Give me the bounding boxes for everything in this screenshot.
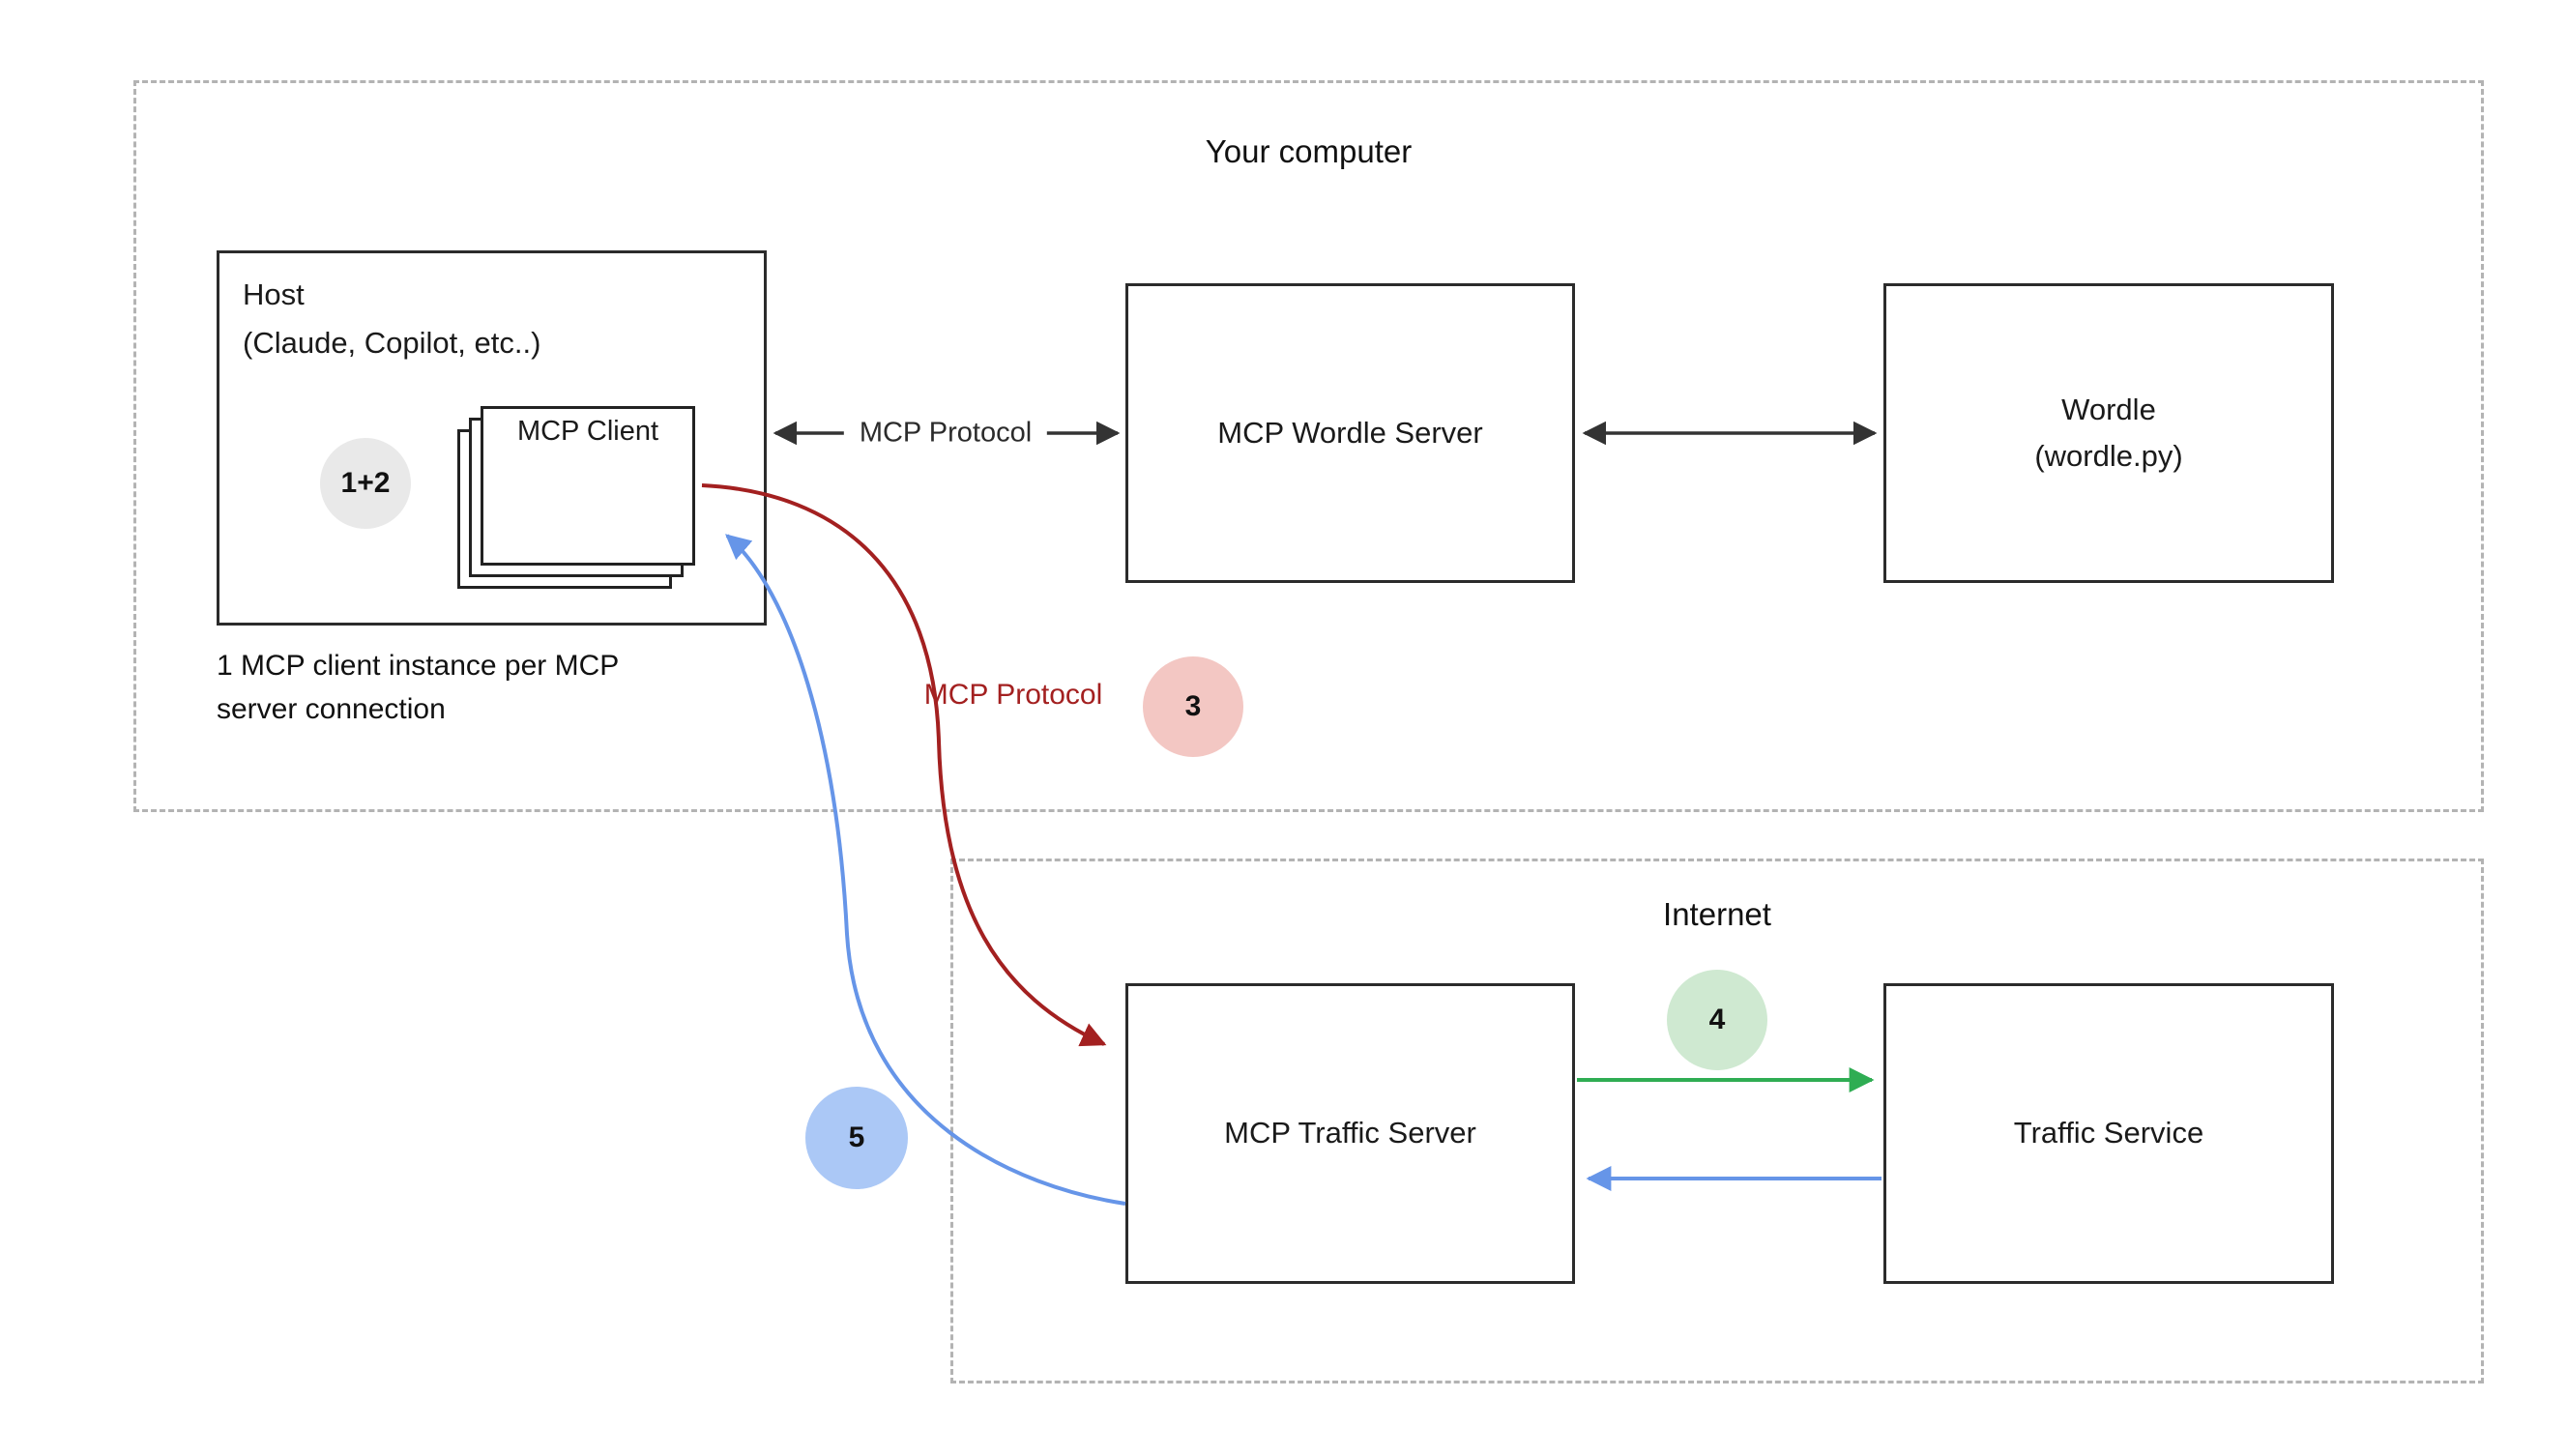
host-title-block: Host (Claude, Copilot, etc..) [243, 271, 540, 366]
step-badge-1-2-text: 1+2 [340, 467, 391, 499]
host-subtitle: (Claude, Copilot, etc..) [243, 325, 541, 360]
traffic-service-label: Traffic Service [2013, 1116, 2204, 1150]
wordle-label-line1: Wordle [2061, 392, 2156, 426]
host-title: Host [243, 277, 305, 311]
mcp-wordle-server-label: MCP Wordle Server [1217, 415, 1483, 450]
step-badge-4: 4 [1667, 970, 1767, 1070]
step-badge-1-2: 1+2 [320, 438, 411, 529]
traffic-service-box: Traffic Service [1883, 983, 2334, 1284]
step-badge-5: 5 [805, 1087, 908, 1189]
mcp-protocol-label: MCP Protocol [843, 415, 1048, 451]
mcp-traffic-server-label: MCP Traffic Server [1224, 1116, 1476, 1150]
mcp-protocol-red-label: MCP Protocol [923, 679, 1103, 711]
internet-label: Internet [1663, 896, 1771, 932]
step-badge-3-text: 3 [1184, 690, 1202, 722]
mcp-wordle-server-box: MCP Wordle Server [1125, 283, 1575, 583]
your-computer-region: Your computer [133, 80, 2484, 812]
mcp-client-card: MCP Client [481, 406, 695, 566]
step-badge-3: 3 [1143, 656, 1243, 757]
wordle-label-line2: (wordle.py) [2034, 439, 2183, 473]
step-badge-5-text: 5 [848, 1121, 865, 1153]
client-instance-note: 1 MCP client instance per MCP server con… [217, 650, 619, 725]
mcp-client-label: MCP Client [516, 416, 659, 447]
mcp-traffic-server-box: MCP Traffic Server [1125, 983, 1575, 1284]
wordle-box: Wordle (wordle.py) [1883, 283, 2334, 583]
your-computer-label: Your computer [1205, 133, 1413, 169]
step-badge-4-text: 4 [1708, 1004, 1726, 1035]
